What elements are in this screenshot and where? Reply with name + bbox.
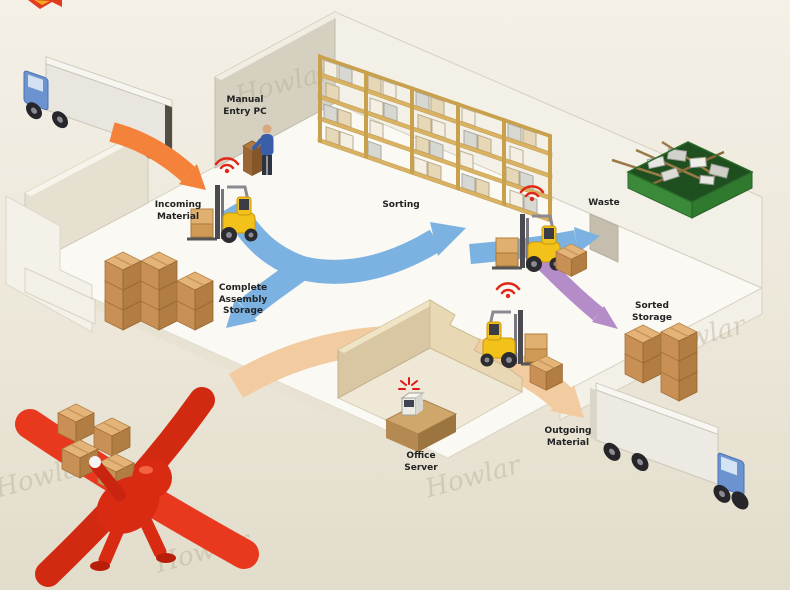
waste-scrap [699,174,715,186]
arrow-head-sorted [592,306,618,329]
waste-bin-rim [626,141,754,203]
trailer-front-cap [590,387,596,440]
waste-stick [611,158,669,180]
shelf-post [548,133,552,223]
arrow-head-waste [574,227,600,253]
trailer-rear-opening [165,104,172,154]
mascot-leg [98,518,127,567]
waste-stick [635,148,709,184]
sorting-shelving-racks [317,54,553,223]
label-incoming-material: Incoming Material [154,200,202,222]
office-server-pc [398,377,425,416]
waste-scrap [689,156,707,169]
label-complete-assembly-storage: Complete Assembly Storage [218,283,268,317]
wheel-hub [609,448,615,456]
sorted-storage-pile [624,322,698,402]
alert-icon [398,377,420,390]
wheel-hub [31,107,37,114]
mascot-foot [156,553,176,563]
arrow-head-assembly [226,299,257,328]
back-left-wall-tall-top [215,12,341,80]
waste-scrap [666,148,688,162]
arrow-to-assembly-storage [238,258,310,320]
mascot-carrier [15,387,259,587]
arrow-incoming-shaft [109,122,195,182]
label-outgoing-material: Outgoing Material [544,426,592,448]
truck-wheel [731,491,749,510]
arrow-head-sorting [430,222,466,256]
mascot-glove [89,456,101,468]
label-office-server: Office Server [404,451,438,473]
truck-outbound [590,382,749,510]
podium-side [252,146,262,176]
mascot-head-highlight [139,466,153,474]
office-left-wall-top [338,300,436,353]
operator-figure [252,124,274,175]
shelf-frame [317,54,553,223]
operator-body [260,134,274,156]
cab-window [721,456,737,476]
operator-leg [267,155,272,175]
shelf-beam [318,54,552,139]
waste-stick [661,140,717,178]
mascot-arm [89,458,126,501]
waste-bin [611,140,754,219]
operator-leg [262,155,267,175]
shelf-post [410,85,414,176]
office-room [336,299,524,452]
operator-arm [252,138,263,150]
shelf-post [502,117,506,207]
waste-scrap [708,163,730,179]
shelf-post [364,69,368,160]
shelf-post [318,54,322,144]
label-sorted-storage: Sorted Storage [631,301,673,323]
wheel-hub [57,116,63,123]
arrow-incoming [109,122,206,190]
trailer-side [595,389,719,486]
operator-head [262,124,272,134]
wheel-hub [637,458,643,466]
label-waste: Waste [588,198,620,208]
mascot-leg [138,513,167,559]
arrow-head-outgoing [550,385,584,418]
front-left-low-wall [24,267,96,325]
desk-side [418,414,456,452]
cab-window [28,74,43,92]
desk-front [386,420,418,452]
server-screen [404,400,414,407]
label-manual-entry-pc: Manual Entry PC [223,95,267,117]
server-side [416,393,423,415]
office-desk [384,399,458,452]
label-sorting: Sorting [382,200,420,210]
waste-scrap [660,167,680,182]
waste-stick [647,150,725,188]
carton-box [93,417,131,457]
podium-front [243,146,252,176]
waste-debris [611,140,730,188]
arrow-head-incoming [179,164,206,190]
manual-entry-station [241,124,274,176]
mascot-head [132,458,172,498]
shelf-post [456,101,460,191]
mascot-foot [90,561,110,571]
wheel-hub [719,490,725,498]
logo-fragment [28,0,62,9]
